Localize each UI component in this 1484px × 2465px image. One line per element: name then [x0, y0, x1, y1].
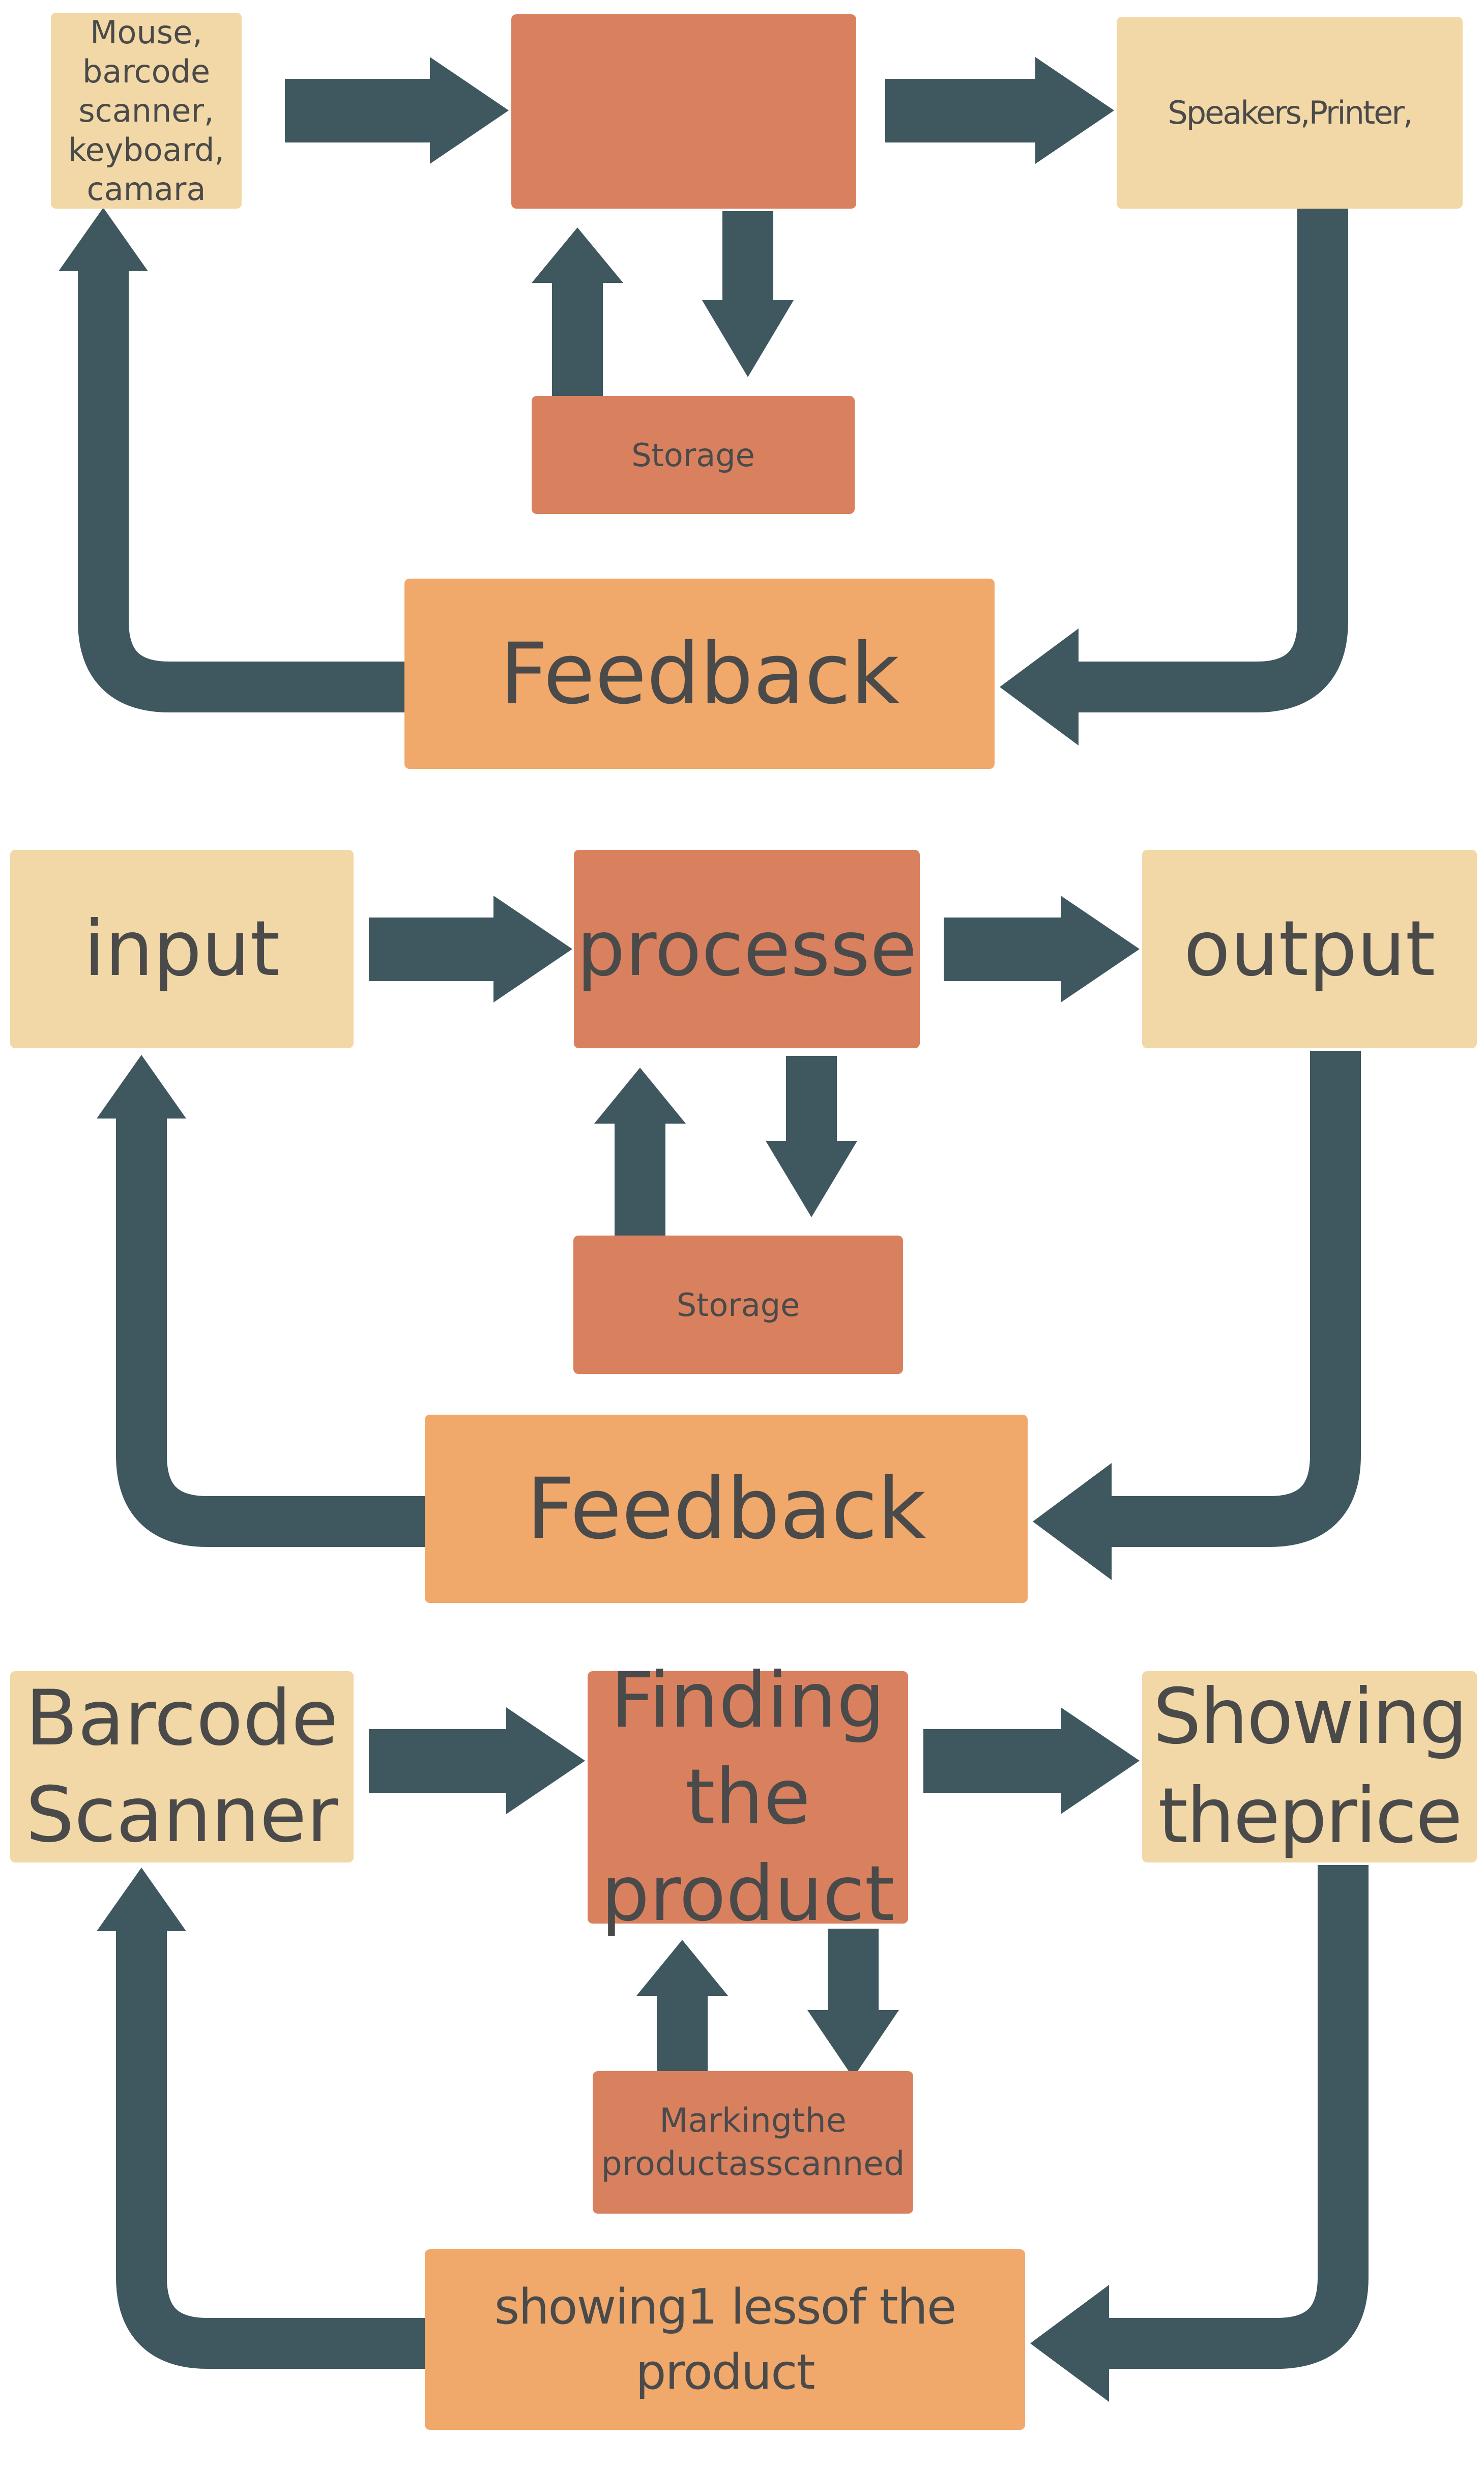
box-process-2: processe	[574, 850, 920, 1048]
arrow-storage-up-3	[636, 1940, 728, 2071]
box-storage-1: Storage	[532, 396, 855, 514]
finding-product-line: the	[685, 1753, 811, 1842]
arrow-storage-down-1	[702, 211, 794, 377]
feedback-loop-right-arrowhead-1	[1000, 628, 1079, 746]
showing-price-line: theprice	[1158, 1772, 1462, 1860]
output-devices-label: Speakers,Printer,	[1168, 94, 1413, 131]
arrow-storage-down-2	[766, 1056, 857, 1217]
arrow-storage-up-1	[532, 227, 623, 396]
box-finding-product: Finding the product	[588, 1656, 908, 1938]
box-process-1	[511, 14, 856, 209]
input-devices-line: camara	[86, 170, 206, 208]
box-showing-less: showing1 lessof the product	[425, 2249, 1025, 2430]
showing-less-line: product	[635, 2344, 815, 2400]
box-barcode-scanner: Barcode Scanner	[10, 1671, 354, 1862]
arrow-storage-up-2	[594, 1068, 686, 1236]
arrow-input-to-process-2	[369, 896, 572, 1002]
box-output-2: output	[1142, 850, 1477, 1048]
box-marking-scanned: Markingthe productasscanned	[593, 2071, 913, 2214]
input-devices-line: barcode	[82, 53, 210, 90]
box-output-devices: Speakers,Printer,	[1117, 17, 1463, 209]
arrow-input-to-process-3	[369, 1707, 585, 1814]
box-input-devices: Mouse, barcode scanner, keyboard, camara	[51, 13, 242, 209]
feedback-loop-right-arrowhead-3	[1030, 2285, 1109, 2402]
box-feedback-1: Feedback	[404, 579, 995, 769]
feedback-loop-right-arrowhead-2	[1033, 1463, 1112, 1580]
box-feedback-2: Feedback	[425, 1415, 1028, 1603]
showing-price-line: Showing	[1153, 1673, 1468, 1761]
feedback-loop-left-2	[116, 1119, 425, 1547]
finding-product-line: product	[601, 1850, 895, 1938]
showing-less-line: showing1 lessof the	[494, 2279, 957, 2335]
feedback-loop-left-1	[78, 271, 404, 712]
storage-2-label: Storage	[676, 1286, 800, 1324]
barcode-scanner-line: Scanner	[25, 1771, 338, 1859]
box-storage-2: Storage	[573, 1236, 903, 1374]
box-showing-price: Showing theprice	[1142, 1671, 1477, 1862]
feedback-loop-right-2	[1112, 1051, 1361, 1547]
arrow-process-to-output-2	[944, 896, 1140, 1002]
arrow-input-to-process-1	[285, 57, 509, 164]
input-devices-line: Mouse,	[90, 14, 202, 51]
arrow-process-to-output-3	[923, 1707, 1140, 1814]
feedback-loop-left-arrowhead-3	[97, 1868, 186, 1931]
box-input-2: input	[10, 850, 354, 1048]
input-devices-line: scanner,	[78, 92, 214, 129]
feedback-2-label: Feedback	[526, 1460, 926, 1558]
input-2-label: input	[83, 905, 280, 993]
feedback-loop-right-1	[1079, 206, 1348, 712]
feedback-loop-left-3	[116, 1931, 425, 2369]
feedback-loop-right-3	[1109, 1865, 1369, 2369]
marking-scanned-line: productasscanned	[601, 2145, 905, 2183]
barcode-scanner-line: Barcode	[25, 1674, 338, 1763]
output-2-label: output	[1183, 905, 1436, 993]
storage-1-label: Storage	[631, 436, 755, 474]
process-2-label: processe	[576, 905, 917, 993]
arrow-storage-down-3	[807, 1929, 899, 2078]
finding-product-line: Finding	[610, 1656, 885, 1745]
marking-scanned-line: Markingthe	[659, 2102, 847, 2140]
input-devices-line: keyboard,	[68, 131, 225, 168]
feedback-1-label: Feedback	[500, 625, 899, 723]
arrow-process-to-output-1	[885, 57, 1114, 164]
feedback-loop-left-arrowhead-2	[97, 1055, 186, 1119]
feedback-loop-left-arrowhead-1	[59, 208, 148, 271]
